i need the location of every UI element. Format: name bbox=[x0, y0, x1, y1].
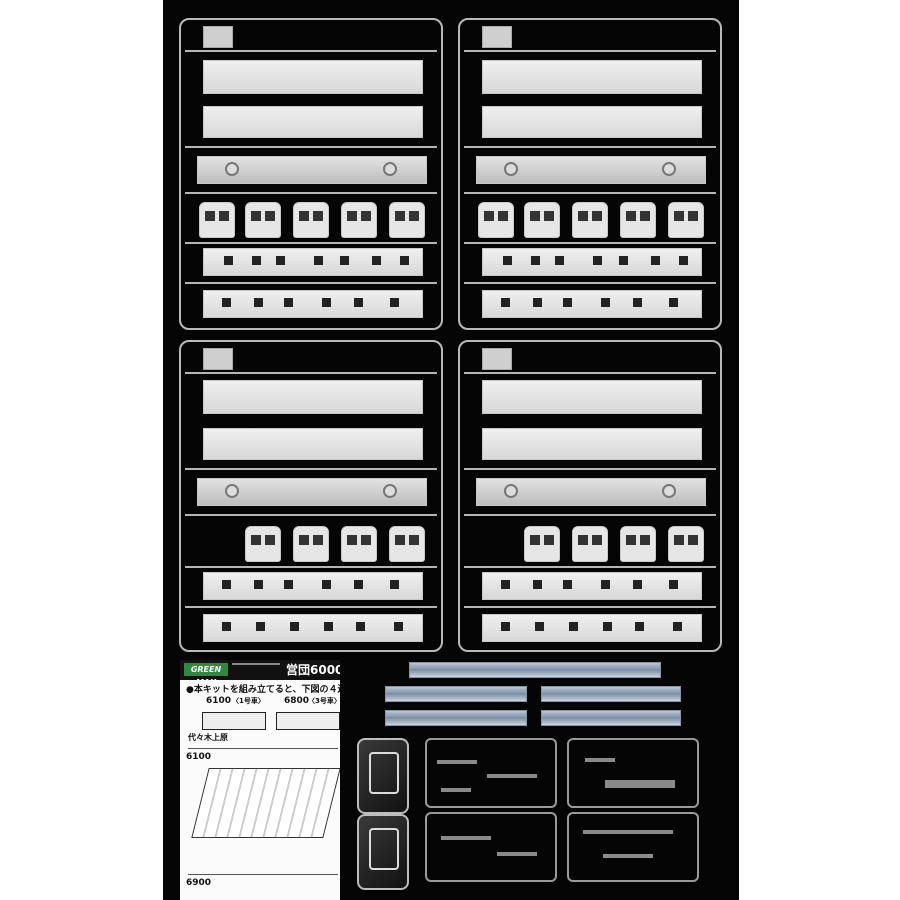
detail-parts-sprue bbox=[567, 812, 699, 882]
car-diagram bbox=[202, 712, 266, 730]
destination-label: 代々木上原 bbox=[188, 733, 228, 742]
detail-parts-sprue bbox=[567, 738, 699, 808]
car-label: 6800 bbox=[284, 696, 310, 706]
roof-part bbox=[203, 106, 423, 138]
assembly-drawing bbox=[191, 768, 340, 838]
car-end-part bbox=[389, 202, 425, 238]
brand-logo: GREEN MAX bbox=[184, 663, 228, 687]
section-label: 6100 bbox=[186, 752, 212, 762]
body-sprue-3 bbox=[179, 340, 443, 652]
car-end-part bbox=[341, 202, 377, 238]
instruction-sheet: GREEN MAX 営団6000系 ●本キットを組み立てると、下図の４連にな 6… bbox=[180, 660, 340, 900]
detail-parts-sprue bbox=[425, 738, 557, 808]
weight-bar bbox=[385, 710, 527, 726]
body-sprue-2 bbox=[458, 18, 722, 330]
weight-bar bbox=[385, 686, 527, 702]
car-end-part bbox=[199, 202, 235, 238]
clear-parts-sprue bbox=[357, 738, 409, 814]
side-panel bbox=[203, 248, 423, 276]
sprue-tag bbox=[203, 26, 233, 48]
car-note: 〈3号車〉 bbox=[308, 697, 340, 705]
car-label: 6100 bbox=[206, 696, 232, 706]
weight-bar bbox=[541, 686, 681, 702]
sheet-header: GREEN MAX 営団6000系 bbox=[180, 660, 340, 687]
clear-parts-sprue bbox=[357, 814, 409, 890]
roof-part bbox=[203, 60, 423, 94]
product-photo: GREEN MAX 営団6000系 ●本キットを組み立てると、下図の４連にな 6… bbox=[163, 0, 739, 900]
car-note: 〈1号車〉 bbox=[232, 697, 265, 705]
section-label: 6900 bbox=[186, 878, 212, 888]
weight-bar bbox=[409, 662, 661, 678]
sheet-title: 営団6000系 bbox=[286, 663, 340, 677]
car-end-part bbox=[293, 202, 329, 238]
body-sprue-4 bbox=[458, 340, 722, 652]
car-end-part bbox=[245, 202, 281, 238]
car-diagram bbox=[276, 712, 340, 730]
body-sprue-1 bbox=[179, 18, 443, 330]
side-panel bbox=[203, 290, 423, 318]
weight-bar bbox=[541, 710, 681, 726]
detail-parts-sprue bbox=[425, 812, 557, 882]
sheet-intro: ●本キットを組み立てると、下図の４連にな bbox=[186, 685, 340, 695]
